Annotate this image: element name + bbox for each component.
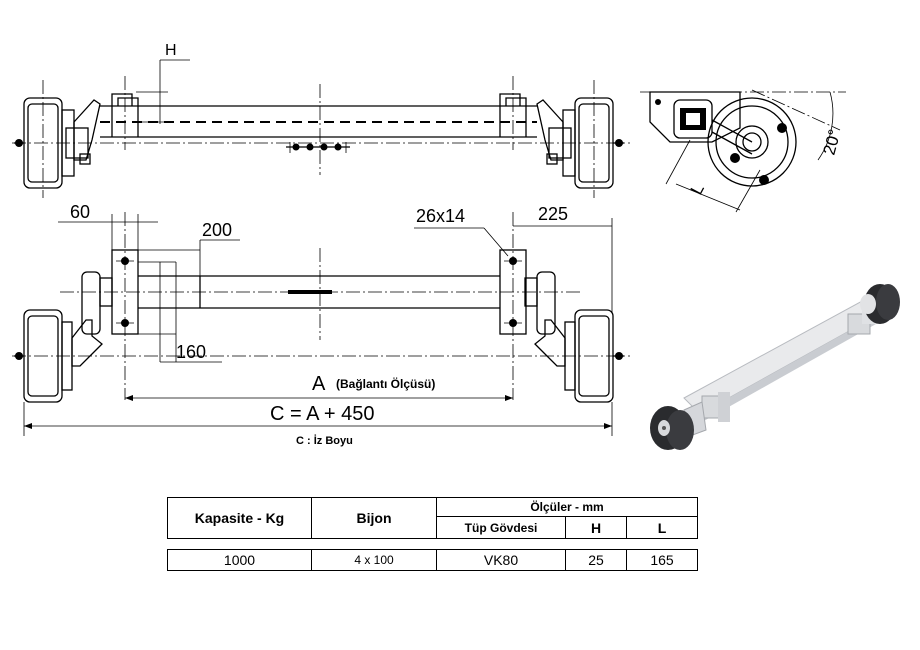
render-left-wheel xyxy=(650,406,694,450)
dim-a: A (Bağlantı Ölçüsü) xyxy=(125,373,513,401)
render-right-wheel xyxy=(860,284,900,324)
svg-text:C = A + 450: C = A + 450 xyxy=(270,403,375,425)
svg-text:60: 60 xyxy=(70,202,90,222)
svg-text:200: 200 xyxy=(202,220,232,240)
tube-body-header: Tüp Gövdesi xyxy=(436,516,566,539)
spec-table: Kapasite - Kg Bijon Ölçüler - mm Tüp Göv… xyxy=(167,496,698,571)
svg-text:26x14: 26x14 xyxy=(416,206,465,226)
svg-text:(Bağlantı Ölçüsü): (Bağlantı Ölçüsü) xyxy=(336,376,435,391)
bolt-header: Bijon xyxy=(311,497,437,539)
h-value: 25 xyxy=(565,549,627,571)
h-header: H xyxy=(565,516,627,539)
h-label: H xyxy=(165,42,177,59)
capacity-value: 1000 xyxy=(167,549,312,571)
axle-tube-top xyxy=(100,93,537,153)
bolt-value: 4 x 100 xyxy=(311,549,437,571)
svg-text:C : İz Boyu: C : İz Boyu xyxy=(296,434,353,447)
capacity-header: Kapasite - Kg xyxy=(167,497,312,539)
l-value: 165 xyxy=(626,549,698,571)
svg-text:A: A xyxy=(312,373,326,395)
side-hub xyxy=(707,97,797,187)
dim-60: 60 xyxy=(58,202,158,250)
svg-text:225: 225 xyxy=(538,204,568,224)
tube-body-value: VK80 xyxy=(436,549,566,571)
dimensions-header: Ölçüler - mm xyxy=(436,496,698,518)
dim-26x14: 26x14 xyxy=(414,206,509,257)
svg-text:160: 160 xyxy=(176,342,206,362)
dim-c: C = A + 450 C : İz Boyu xyxy=(23,402,613,447)
dim-200: 200 xyxy=(138,220,240,276)
dim-225: 225 xyxy=(513,204,613,312)
h-dimension: H xyxy=(136,42,190,124)
dim-160: 160 xyxy=(138,261,222,363)
l-header: L xyxy=(626,516,698,539)
table-row: 1000 4 x 100 VK80 25 165 xyxy=(167,549,698,571)
